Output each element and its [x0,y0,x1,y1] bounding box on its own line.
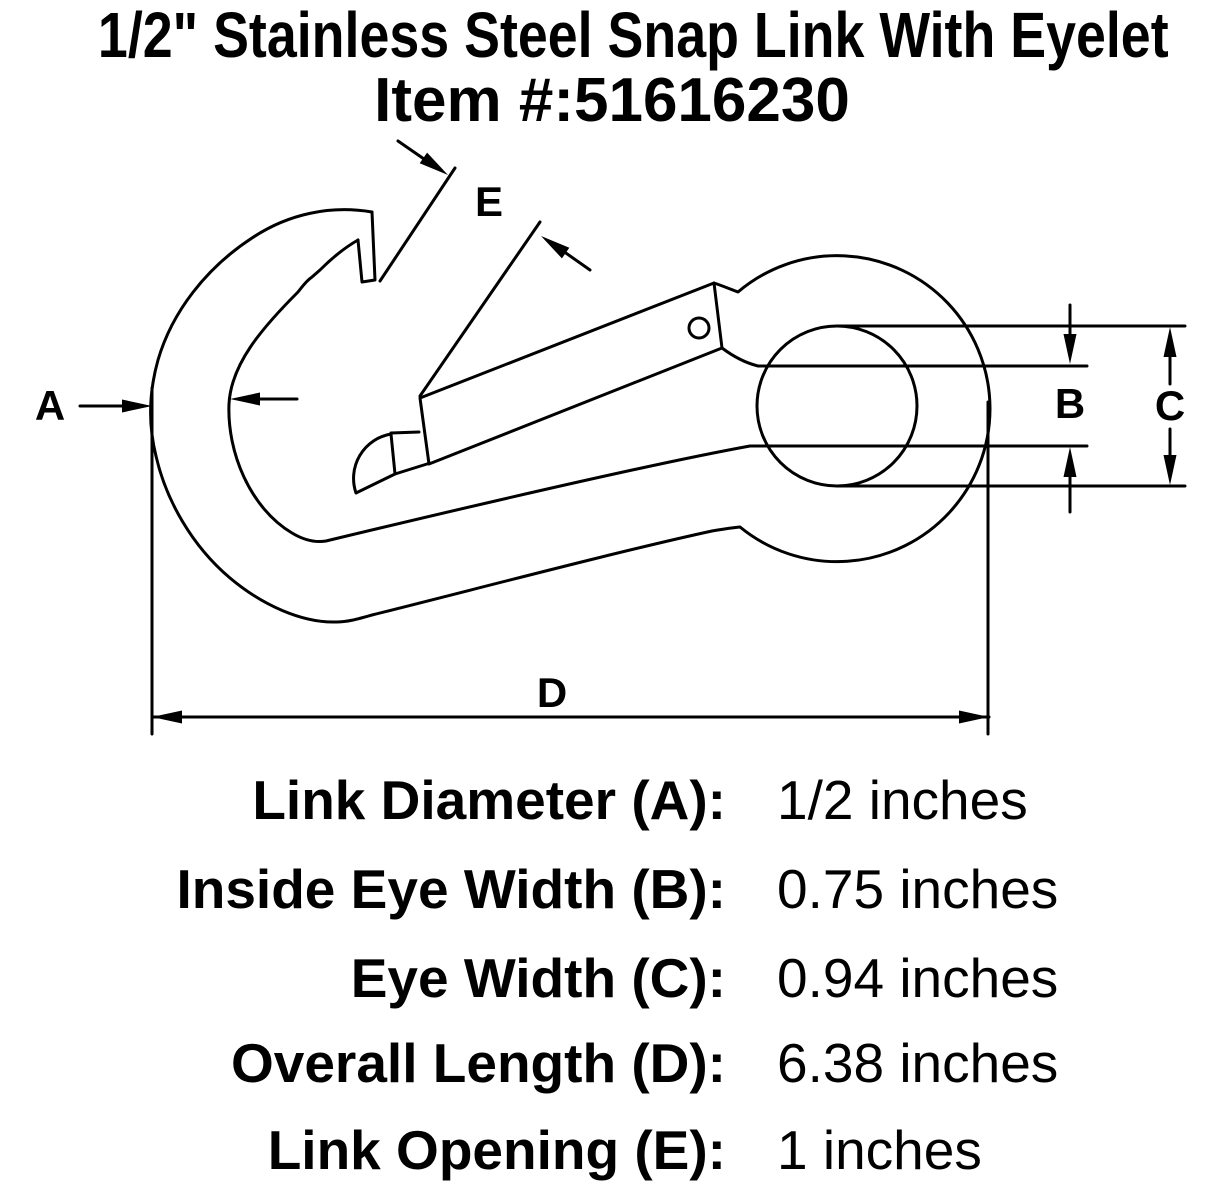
dim-label-e: E [475,178,503,225]
page-title: 1/2" Stainless Steel Snap Link With Eyel… [97,0,1169,71]
dim-d-left-arrowhead [152,710,182,724]
dim-arrowheads [122,152,1177,724]
spec-value: 0.75 inches [777,858,1059,920]
snap-link-inner-outline [227,238,1089,543]
gate-catch-tab [389,430,429,476]
dim-b-bottom-arrowhead [1063,447,1077,477]
neck-lower-edge [720,346,1089,368]
dim-e-lower-arrowhead [541,236,570,259]
spec-label: Link Opening (E): [267,1119,726,1181]
dim-d-right-arrowhead [959,710,989,724]
eyelet-inner-hole [755,324,919,488]
dim-label-d: D [537,669,567,716]
gate-spring-plate [352,432,397,495]
dim-d-extension-lines [150,386,990,736]
spec-value: 1/2 inches [777,769,1028,831]
spec-row-link-opening: Link Opening (E): 1 inches [0,1117,1224,1183]
dim-e-leader-lines [378,166,542,398]
spec-value: 0.94 inches [777,947,1059,1009]
dim-label-a: A [35,382,65,429]
dim-a-outer-arrowhead [122,399,152,413]
spec-label: Eye Width (C): [350,947,726,1009]
item-number: Item #:51616230 [374,66,850,135]
spec-label: Overall Length (D): [230,1032,726,1094]
dim-arrow-shafts [78,139,1172,514]
dim-b-top-arrowhead [1063,334,1077,364]
spec-value: 6.38 inches [777,1032,1059,1094]
spec-label: Link Diameter (A): [252,769,726,831]
hook-nose-notch [356,210,377,284]
dim-c-bottom-arrowhead [1163,455,1177,485]
snap-link-outer-outline [149,208,992,624]
dim-label-c: C [1155,382,1185,429]
dim-label-b: B [1055,380,1085,427]
dim-e-upper-arrowhead [419,152,448,175]
dim-c-top-arrowhead [1163,327,1177,357]
spec-label: Inside Eye Width (B): [176,858,726,920]
spec-value: 1 inches [777,1119,982,1181]
dim-a-inner-arrowhead [230,392,260,406]
gate-lever [418,281,724,466]
gate-rivet-hole-icon [687,316,711,340]
spec-row-eye-width: Eye Width (C): 0.94 inches [0,945,1224,1011]
spec-row-inside-eye-width: Inside Eye Width (B): 0.75 inches [0,856,1224,922]
dim-c-extension-lines [835,324,1187,488]
spec-row-overall-length: Overall Length (D): 6.38 inches [0,1030,1224,1096]
spec-row-link-diameter: Link Diameter (A): 1/2 inches [0,767,1224,833]
